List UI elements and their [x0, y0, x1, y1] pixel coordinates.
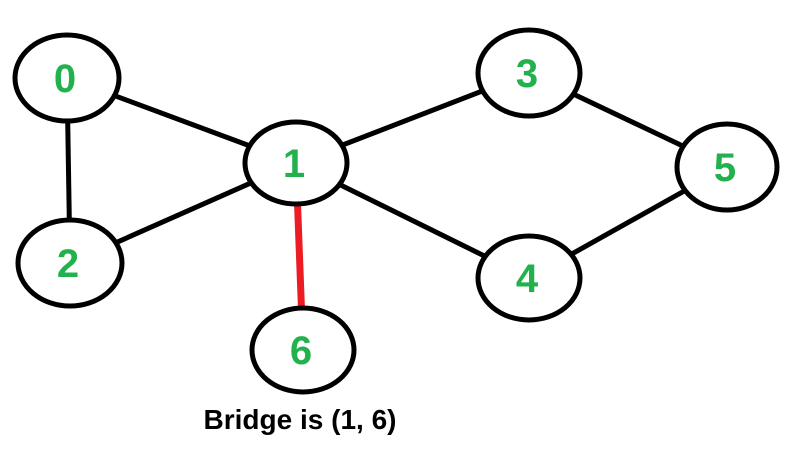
node-label-3: 3: [516, 52, 538, 96]
node-circle-1: [242, 119, 350, 207]
node-label-4: 4: [516, 257, 539, 301]
bridge-caption: Bridge is (1, 6): [203, 404, 397, 435]
node-circle-0: [12, 32, 122, 124]
graph-node-1: 1: [242, 119, 350, 207]
node-label-6: 6: [290, 329, 312, 373]
nodes-layer: 0 1 2 3 4 5 6: [12, 27, 780, 395]
node-label-2: 2: [57, 242, 79, 286]
node-circle-5: [674, 121, 780, 213]
node-label-5: 5: [714, 146, 736, 190]
graph-node-2: 2: [15, 217, 125, 309]
edges-layer: [64, 70, 729, 351]
graph-node-6: 6: [249, 305, 357, 395]
node-label-1: 1: [283, 142, 305, 186]
node-circle-2: [15, 217, 125, 309]
graph-node-4: 4: [475, 233, 583, 323]
node-circle-3: [475, 27, 583, 119]
node-circle-4: [475, 233, 583, 323]
graph-node-3: 3: [475, 27, 583, 119]
graph-node-5: 5: [674, 121, 780, 213]
graph-node-0: 0: [12, 32, 122, 124]
node-label-0: 0: [54, 57, 76, 101]
node-circle-6: [249, 305, 357, 395]
